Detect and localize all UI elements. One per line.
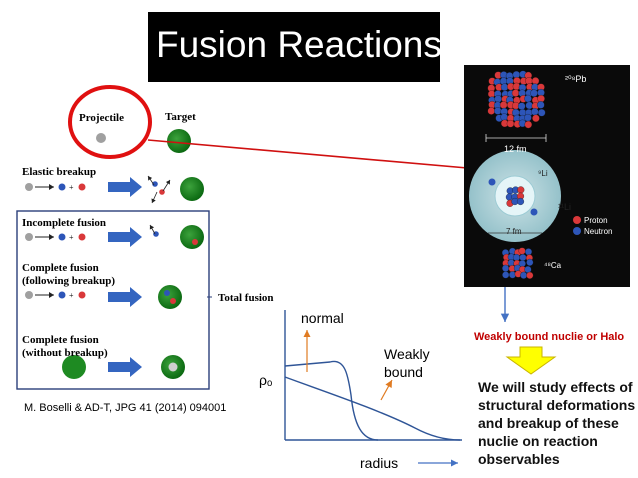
nucleon — [531, 77, 540, 85]
li9-core — [505, 186, 525, 207]
nucleon — [526, 271, 534, 279]
normal-label: normal — [301, 310, 344, 326]
nucleon — [499, 101, 508, 109]
study-line: observables — [478, 451, 560, 467]
nucleon — [531, 108, 539, 116]
total-fusion-label: Total fusion — [218, 292, 274, 304]
normal-density-curve — [284, 360, 379, 441]
nucleon — [512, 253, 521, 262]
elastic-breakup-row: + — [25, 175, 204, 204]
halo-label: Weakly bound nuclie or Halo — [474, 331, 625, 343]
nucleon — [524, 248, 533, 256]
svg-text:+: + — [69, 291, 74, 300]
reference-citation: M. Boselli & AD-T, JPG 41 (2014) 094001 — [24, 402, 227, 414]
legend-neutron: Neutron — [584, 227, 613, 236]
projectile-label: Projectile — [79, 112, 124, 124]
pb-label: ²⁰⁸Pb — [565, 74, 587, 84]
bound-label: bound — [384, 364, 423, 380]
nuclei-illustration — [469, 70, 581, 279]
nucleon — [519, 253, 527, 262]
nucleon — [487, 107, 496, 115]
study-line: structural deformations — [478, 397, 636, 413]
radius-label: radius — [360, 455, 399, 471]
legend-proton: Proton — [584, 216, 608, 225]
density-plot — [284, 310, 462, 467]
following-breakup-label: (following breakup) — [22, 275, 116, 287]
nucleon — [494, 95, 502, 103]
nucleon — [518, 247, 526, 255]
li11-label: ¹¹Li — [558, 202, 571, 212]
rho-label: ρₒ — [259, 372, 273, 388]
ca-label: ⁴⁸Ca — [544, 261, 562, 270]
elastic-breakup-label: Elastic breakup — [22, 166, 97, 178]
title-box: Fusion Reactions — [148, 12, 442, 82]
projectile-nucleus — [96, 133, 106, 143]
fusion-box — [16, 210, 210, 390]
nucleon — [524, 120, 533, 129]
nucleon — [526, 258, 534, 266]
weakly-pointer-arrow — [380, 379, 393, 401]
nucleon — [530, 89, 538, 97]
nuclei-panel: ²⁰⁸Pb 12 fm ⁹Li ¹¹Li 7 fm Proton Neutron… — [464, 65, 630, 287]
complete-fusion-without-row — [62, 355, 185, 379]
pb208-nucleus — [487, 70, 546, 129]
projectile-highlight-circle — [68, 85, 152, 159]
nucleon — [524, 94, 532, 103]
incomplete-fusion-row: + — [25, 224, 204, 249]
weakly-bound-density-curve — [284, 376, 461, 441]
svg-text:+: + — [69, 183, 74, 192]
nucleon — [524, 265, 532, 274]
complete-fusion-following-row: + — [25, 285, 182, 309]
target-label: Target — [165, 111, 196, 123]
yellow-down-arrow — [505, 346, 557, 375]
nucleon — [500, 113, 508, 121]
study-line: nuclie on reaction — [478, 433, 598, 449]
study-line: We will study effects of — [478, 379, 633, 395]
nucleon — [517, 186, 525, 194]
complete-fusion-without-label: Complete fusion — [22, 334, 99, 346]
slide-title: Fusion Reactions — [156, 24, 442, 65]
study-text: We will study effects of structural defo… — [478, 378, 638, 468]
nucleon — [532, 114, 540, 123]
svg-text:+: + — [69, 233, 74, 242]
nucleon — [502, 271, 510, 279]
nucleon — [502, 264, 510, 272]
nucleon — [494, 107, 502, 115]
incomplete-fusion-label: Incomplete fusion — [22, 217, 107, 229]
weakly-label: Weakly — [384, 346, 430, 362]
complete-fusion-following-label: Complete fusion — [22, 262, 99, 274]
nucleon — [537, 108, 546, 117]
li-scale-label: 7 fm — [506, 227, 522, 236]
li9-label: ⁹Li — [538, 169, 548, 178]
nucleon — [537, 101, 545, 109]
target-nucleus — [167, 129, 191, 153]
projectile-to-halo-arrow — [147, 139, 491, 174]
nucleon — [511, 89, 520, 97]
pb-scale-label: 12 fm — [504, 144, 527, 154]
study-line: and breakup of these — [478, 415, 619, 431]
ca48-nucleus — [501, 247, 534, 279]
without-breakup-label: (without breakup) — [22, 347, 108, 359]
nucleon — [517, 102, 526, 110]
nucleon — [524, 113, 532, 122]
nucleon — [516, 197, 525, 206]
nucleon — [506, 119, 515, 128]
nucleon — [520, 271, 528, 279]
